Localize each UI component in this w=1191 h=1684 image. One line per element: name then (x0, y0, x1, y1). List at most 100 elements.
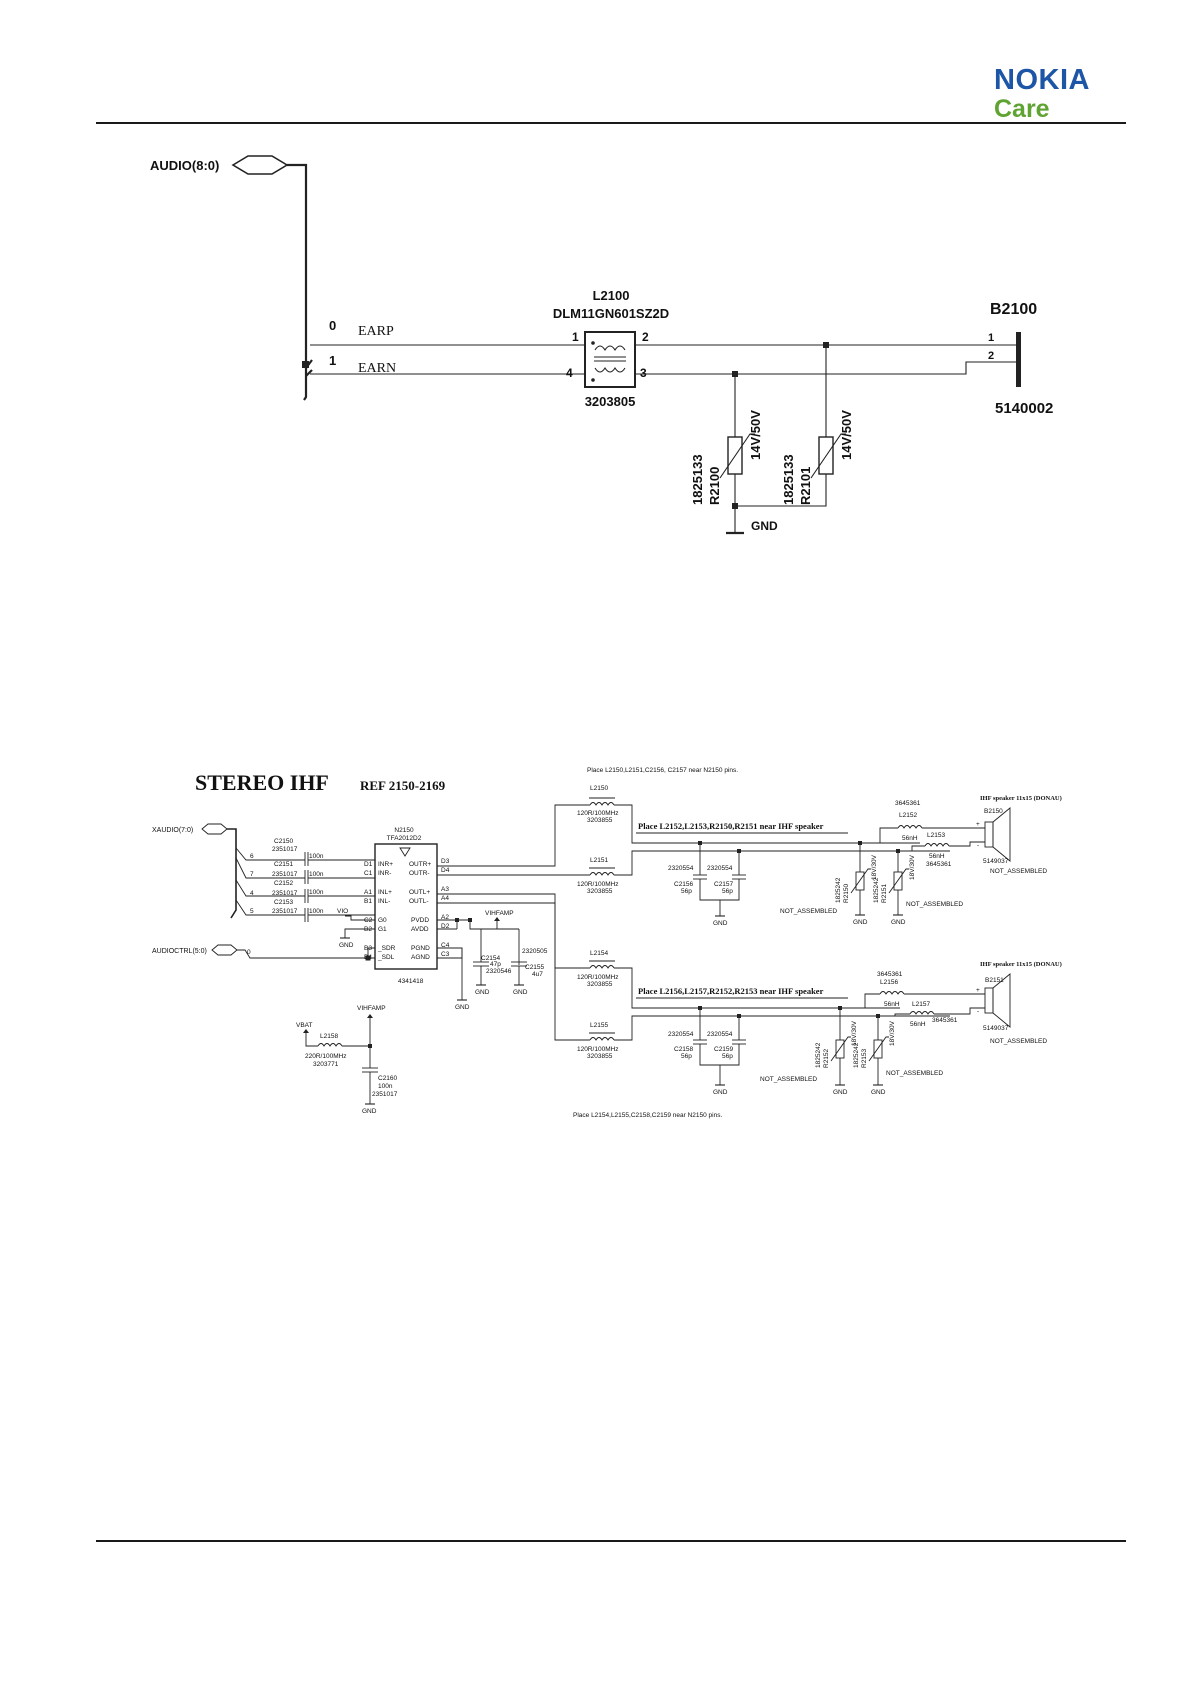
stereo-ihf-schematic: STEREO IHF REF 2150-2169 Place L2150,L21… (152, 767, 1062, 1119)
l2152-code: 3645361 (895, 800, 921, 807)
pin-a1: A1 (364, 889, 372, 896)
header-rule (96, 122, 1126, 124)
pin-a3: A3 (441, 886, 449, 893)
l2154-out (614, 967, 900, 1009)
c2156-ref: C2156 (674, 881, 694, 888)
pin-outr-plus: OUTR+ (409, 861, 431, 868)
gnd-r2150-label: GND (853, 919, 868, 926)
pin-inr-minus: INR- (378, 870, 391, 877)
ferrite-l2150: L2150 120R/100MHz 3203855 (577, 785, 619, 824)
r2101-rating: 14V/50V (839, 410, 854, 460)
gnd-c2155-label: GND (513, 989, 528, 996)
ferrite-l2154: L2154 120R/100MHz 3203855 (577, 950, 619, 988)
c2152-val: 100n (309, 889, 324, 896)
filter-pin-3: 3 (640, 366, 647, 380)
l2151-out (614, 850, 950, 876)
pin-d1: D1 (364, 861, 373, 868)
pin-g1: G1 (378, 926, 387, 933)
speaker-pin-1: 1 (988, 332, 994, 344)
ihf-ref: REF 2150-2169 (360, 778, 446, 793)
c2151-ref: C2151 (274, 861, 294, 868)
net-name-earn: EARN (358, 361, 396, 376)
vihfamp-arrow-1 (494, 917, 500, 921)
gnd-r2152-label: GND (833, 1089, 848, 1096)
pin-a4: A4 (441, 895, 449, 902)
c2157-ref: C2157 (714, 881, 734, 888)
r2151-rating: 18V/30V (909, 854, 916, 880)
ferrite-l2155: L2155 120R/100MHz 3203855 (577, 1022, 619, 1060)
r2153-slash (868, 1036, 889, 1062)
junction-gnd (732, 503, 738, 509)
l2157-out (934, 1007, 985, 1015)
pin-outr-minus: OUTR- (409, 870, 430, 877)
vihfamp-wire-1 (469, 918, 498, 930)
junction-sd (365, 955, 371, 961)
b2150-code: 5149037 (983, 858, 1009, 865)
pin-d3: D3 (441, 858, 450, 865)
l2152-coil (897, 825, 923, 829)
r2150-code: 1825242 (835, 877, 842, 903)
pin-c4: C4 (441, 942, 450, 949)
junction-c2159 (737, 1014, 741, 1018)
c2153-code: 2351017 (272, 908, 298, 915)
speaker-ref: B2100 (990, 301, 1037, 318)
pin-pgnd: PGND (411, 945, 430, 952)
pin-inr-plus: INR+ (378, 861, 393, 868)
l2150-code: 3203855 (587, 817, 613, 824)
pin-inl-plus: INL+ (378, 889, 392, 896)
c2154-ref: C2154 (481, 955, 501, 962)
r2150-slash (850, 868, 871, 894)
pin-b2: B2 (364, 926, 372, 933)
l2150-coil (589, 802, 615, 806)
logo-subbrand: Care (994, 95, 1050, 123)
in-wire-7 (235, 857, 305, 879)
l2153-coil (924, 843, 950, 847)
l2156-coil (879, 991, 905, 995)
l2150-val: 120R/100MHz (577, 810, 619, 817)
g0-wire (345, 915, 375, 921)
gnd-r2153-label: GND (871, 1089, 886, 1096)
filter-ref: L2100 (593, 288, 630, 303)
pin-c2: C2 (364, 917, 373, 924)
l2153-ref: L2153 (927, 832, 945, 839)
xaudio-bus (227, 828, 237, 919)
bus-tap (302, 361, 309, 368)
junction-c2158 (698, 1006, 702, 1010)
nokia-care-logo: NOKIA Care (994, 64, 1089, 123)
c2155-code: 2320505 (522, 948, 548, 955)
c2151-val: 100n (309, 871, 324, 878)
c2154-code: 2320546 (486, 968, 512, 975)
pin-g0: G0 (378, 917, 387, 924)
l2151-code: 3203855 (587, 888, 613, 895)
c2157-code: 2320554 (707, 865, 733, 872)
l2151-ref: L2151 (590, 857, 608, 864)
gnd-left-caps-label: GND (713, 1089, 728, 1096)
c2150-code: 2351017 (272, 846, 298, 853)
bus-connector (231, 155, 289, 175)
filter-coil-top (594, 345, 626, 352)
vbat-wire (305, 1033, 318, 1047)
l2154-val: 120R/100MHz (577, 974, 619, 981)
c2156-val: 56p (681, 888, 692, 895)
c2157-val: 56p (722, 888, 733, 895)
l2158-code: 3203771 (313, 1061, 339, 1068)
c2155-val: 4u7 (532, 971, 543, 978)
l2154-code: 3203855 (587, 981, 613, 988)
r2152-code: 1825242 (815, 1042, 822, 1068)
l2152-ref: L2152 (899, 812, 917, 819)
r2150-rating: 18V/30V (871, 854, 878, 880)
audioctrl-wire (237, 949, 375, 959)
pin-agnd: AGND (411, 954, 430, 961)
c2151-code: 2351017 (272, 871, 298, 878)
earpiece-schematic: AUDIO(8:0) 0 EARP 1 EARN L2100 DLM11GN60… (150, 155, 1053, 535)
b2150-cone (992, 807, 1011, 862)
speaker-body (1016, 332, 1021, 387)
ic-left-pins: D1 INR+ C1 INR- A1 INL+ B1 INL- C2 G0 B2… (364, 861, 396, 961)
l2157-val: 56nH (910, 1021, 926, 1028)
pin-a2: A2 (441, 914, 449, 921)
l2155-coil (589, 1037, 615, 1041)
l2153-in (898, 845, 925, 852)
l2153-code: 3645361 (926, 861, 952, 868)
c2153-val: 100n (309, 908, 324, 915)
l2154-ref: L2154 (590, 950, 608, 957)
